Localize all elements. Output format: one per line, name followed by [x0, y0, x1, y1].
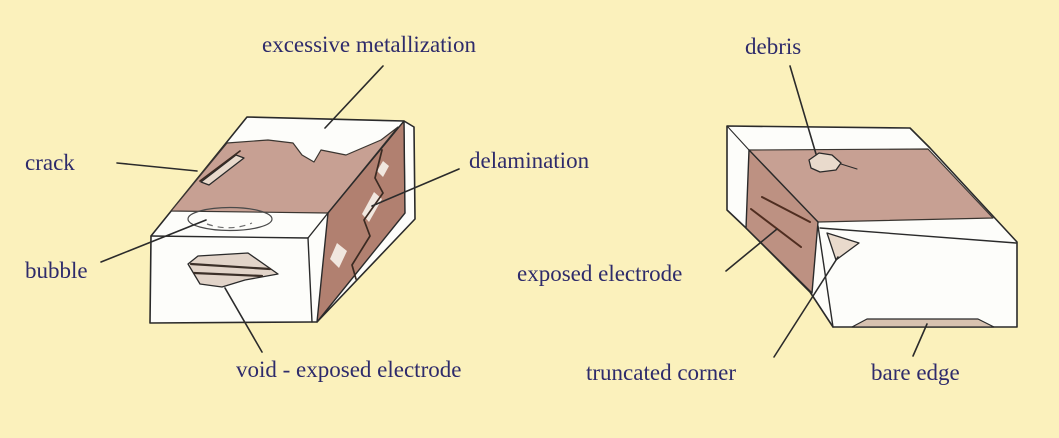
debris-leader [789, 65, 817, 155]
void-leader [224, 287, 263, 353]
crack-defect-shape [200, 154, 245, 186]
bubble-leader [100, 219, 207, 263]
label-void-exposed-electrode: void - exposed electrode [236, 357, 462, 382]
label-bare-edge: bare edge [871, 360, 960, 385]
label-debris: debris [745, 34, 802, 59]
left-chip-front-corner-edge [307, 212, 329, 239]
excessive-metallization-leader [324, 65, 384, 129]
left-chip-cap-fold-edge [150, 235, 309, 239]
debris-defect-tail [840, 163, 858, 170]
bare-edge-leader [912, 323, 928, 357]
crack-defect-line [199, 150, 241, 182]
bubble-defect-dashed-arc [206, 222, 253, 229]
left-chip-top-face [170, 126, 399, 214]
left-chip-cap-right-edge [307, 237, 313, 323]
delamination-leader [371, 168, 460, 207]
label-bubble: bubble [25, 258, 88, 283]
truncated-corner-shape [826, 232, 860, 261]
delamination-highlight [330, 243, 347, 268]
void-defect-stripe [192, 271, 264, 278]
right-chip-cap-top-edge [819, 227, 1017, 244]
bubble-defect-shape [187, 206, 273, 232]
exposed-electrode-line [761, 196, 811, 223]
label-exposed-electrode: exposed electrode [517, 261, 683, 286]
right-capacitor-diagram [726, 125, 1018, 328]
left-capacitor-diagram [149, 116, 416, 324]
crack-leader [116, 162, 198, 172]
right-chip-side-face [745, 149, 819, 294]
right-chip-left-strip-edge [726, 125, 750, 151]
bare-edge-shape [851, 318, 995, 328]
debris-defect-shape [808, 152, 842, 173]
truncated-corner-leader [773, 256, 839, 358]
label-truncated-corner: truncated corner [586, 360, 737, 385]
delamination-crack-line [351, 149, 384, 280]
exposed-electrode-leader [725, 228, 778, 272]
leader-lines [100, 65, 928, 358]
left-chip-end-strip-edge [403, 120, 406, 214]
label-excessive-metallization: excessive metallization [262, 32, 476, 57]
exposed-electrode-line [750, 208, 802, 248]
label-crack: crack [25, 150, 75, 175]
void-defect-stripe [189, 262, 272, 271]
delamination-highlight [377, 161, 389, 177]
label-delamination: delamination [469, 148, 590, 173]
